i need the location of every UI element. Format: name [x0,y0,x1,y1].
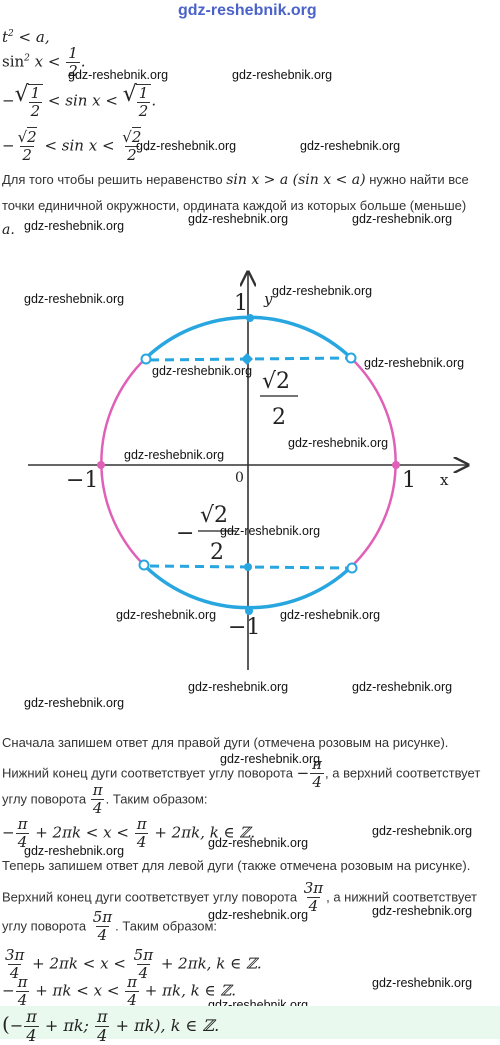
label-sqrt2-den-bottom: 2 [210,540,224,565]
label-origin: 0 [235,470,244,486]
point-open-top-left [140,353,152,365]
unit-circle-diagram: 1 y 1 x 0 −1 −1 √2 2 − √2 2 [28,260,500,670]
point-open-top-right [345,352,357,364]
watermark: gdz-reshebnik.org [272,284,373,298]
watermark: gdz-reshebnik.org [372,824,473,838]
label-x-axis: x [440,471,449,489]
watermark: gdz-reshebnik.org [152,364,253,378]
label-sqrt2-num-bottom: √2 [200,503,228,528]
math-line-1: t2 < a, [2,28,50,46]
label-sqrt2-num-top: √2 [262,369,290,394]
watermark: gdz-reshebnik.org [188,680,289,694]
watermark: gdz-reshebnik.org [188,212,289,226]
point-y-minus-sqrt2-half [244,563,252,571]
paragraph-left-arc-angles: Верхний конец дуги соответствует углу по… [2,879,477,915]
label-minus-sign: − [176,521,194,546]
paragraph-intro-line-1: Для того чтобы решить неравенство sin x … [2,172,469,188]
watermark: gdz-reshebnik.org [288,436,389,450]
label-y-axis: y [263,290,273,308]
watermark-top[interactable]: gdz-reshebnik.org [178,2,317,19]
label-x-1: 1 [402,468,416,493]
watermark: gdz-reshebnik.org [116,608,217,622]
paragraph-left-arc: Теперь запишем ответ для левой дуги (так… [2,858,471,873]
watermark: gdz-reshebnik.org [232,68,333,82]
point-y-1 [246,314,254,322]
watermark: gdz-reshebnik.org [352,212,453,226]
watermark: gdz-reshebnik.org [24,219,125,233]
answer-box [0,1006,500,1039]
watermark: gdz-reshebnik.org [220,524,321,538]
point-x-minus-1 [97,461,105,469]
watermark: gdz-reshebnik.org [300,139,401,153]
watermark: gdz-reshebnik.org [136,139,237,153]
watermark: gdz-reshebnik.org [24,696,125,710]
arc-left-pink [100,357,147,568]
watermark: gdz-reshebnik.org [364,356,465,370]
point-open-bottom-right [346,562,358,574]
paragraph-intro-line-2: точки единичной окружности, ордината каж… [2,198,467,213]
watermark: gdz-reshebnik.org [24,844,125,858]
watermark: gdz-reshebnik.org [24,292,125,306]
watermark: gdz-reshebnik.org [352,680,453,694]
label-x-minus-1: −1 [66,468,98,493]
label-y-1: 1 [234,291,248,316]
point-open-bottom-left [138,559,150,571]
point-y-sqrt2-half [241,353,253,365]
watermark: gdz-reshebnik.org [68,68,169,82]
paragraph-right-arc-angles: Нижний конец дуги соответствует углу пов… [2,755,481,791]
point-x-1 [392,461,400,469]
paragraph-right-arc: Сначала запишем ответ для правой дуги (о… [2,735,449,750]
watermark: gdz-reshebnik.org [372,976,473,990]
watermark: gdz-reshebnik.org [220,752,321,766]
watermark: gdz-reshebnik.org [208,836,309,850]
label-y-minus-1: −1 [228,615,260,640]
label-sqrt2-den-top: 2 [272,405,286,430]
watermark: gdz-reshebnik.org [208,908,309,922]
point-y-minus-1 [245,607,253,615]
watermark: gdz-reshebnik.org [124,448,225,462]
arc-right-pink [350,357,397,568]
watermark: gdz-reshebnik.org [280,608,381,622]
watermark: gdz-reshebnik.org [372,904,473,918]
paragraph-intro-line-3: a. [2,222,15,238]
